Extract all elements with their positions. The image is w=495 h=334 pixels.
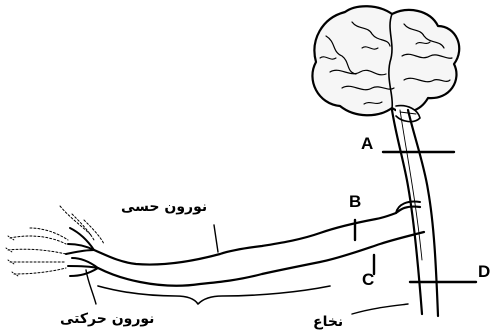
motor-neuron-leader — [86, 270, 96, 304]
spinal-cord-leader — [352, 304, 408, 314]
label-b: B — [349, 192, 361, 212]
sensory-neuron-leader — [214, 225, 218, 252]
label-d: D — [478, 262, 490, 282]
brain-illustration — [312, 6, 459, 121]
motor-neuron-label: نورون حرکتی — [60, 311, 154, 327]
spinal-cord-illustration — [392, 110, 438, 316]
spinal-cord-label: نخاع — [313, 314, 343, 330]
label-a: A — [361, 134, 373, 154]
label-c: C — [362, 270, 374, 290]
sensory-neuron-label: نورون حسی — [121, 199, 207, 215]
hand-illustration — [6, 206, 104, 276]
arm-brace — [98, 286, 330, 304]
